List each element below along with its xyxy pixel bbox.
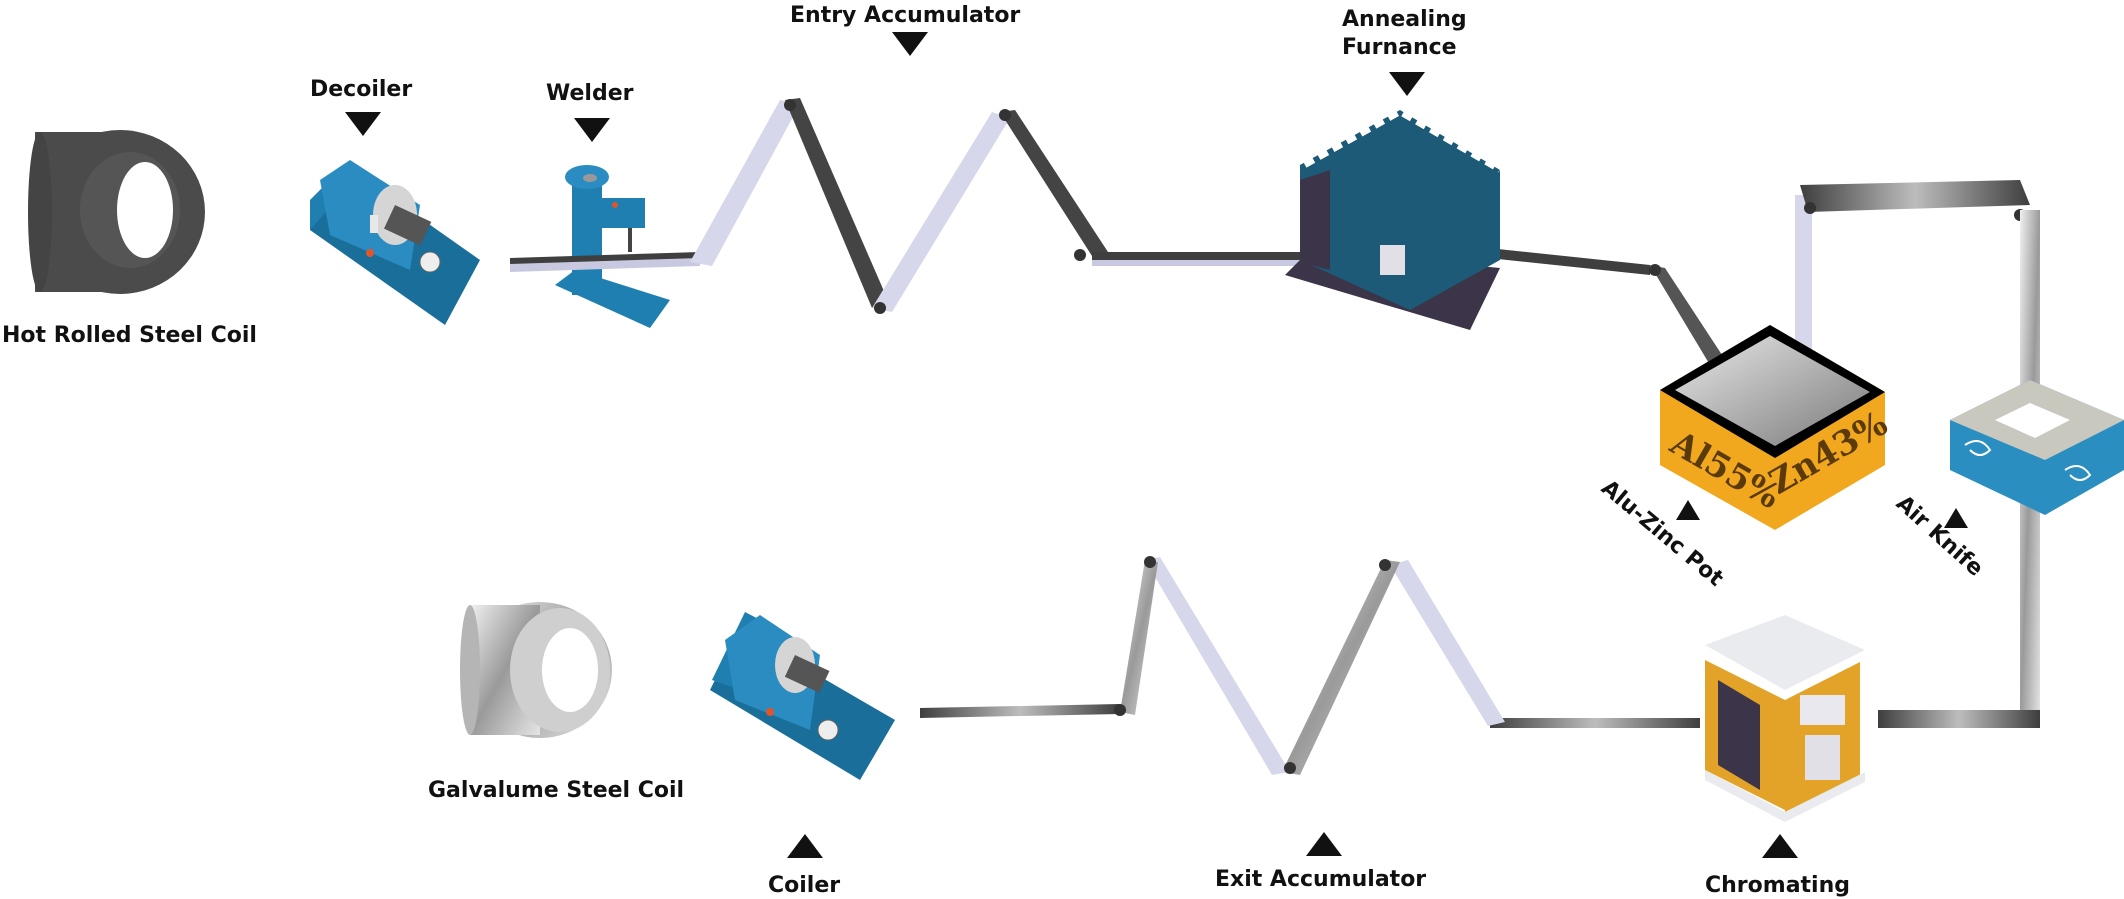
welder-machine-icon bbox=[555, 165, 670, 328]
annealing-furnace-label-line2: Furnance bbox=[1342, 35, 1457, 60]
welder-arrow-icon bbox=[574, 118, 610, 142]
hot-rolled-coil-label: Hot Rolled Steel Coil bbox=[2, 323, 257, 348]
decoiler-machine-icon bbox=[310, 160, 480, 325]
chromating-arrow-icon bbox=[1762, 834, 1798, 858]
entry-accumulator-label: Entry Accumulator bbox=[790, 3, 1020, 28]
air-knife-icon bbox=[1950, 380, 2124, 515]
alu-zinc-pot-label: Alu-Zinc Pot bbox=[1596, 475, 1728, 592]
hot-rolled-coil-icon bbox=[28, 130, 205, 294]
coiler-arrow-icon bbox=[787, 834, 823, 858]
annealing-furnace-arrow-icon bbox=[1389, 72, 1425, 96]
exit-accumulator-arrow-icon bbox=[1306, 832, 1342, 856]
galvalume-coil-label: Galvalume Steel Coil bbox=[428, 778, 684, 803]
chromating-unit-icon bbox=[1705, 615, 1865, 822]
chromating-label: Chromating bbox=[1705, 873, 1850, 898]
decoiler-arrow-icon bbox=[345, 112, 381, 136]
alu-zinc-pot-icon: Al55% Zn43% bbox=[1660, 325, 1894, 530]
coiler-label: Coiler bbox=[768, 873, 840, 898]
air-knife-label: Air Knife bbox=[1891, 491, 1988, 582]
coiler-machine-icon bbox=[710, 612, 895, 780]
entry-accumulator-arrow-icon bbox=[892, 32, 928, 56]
air-knife-arrow-icon bbox=[1944, 508, 1968, 528]
annealing-furnace-icon bbox=[1285, 108, 1502, 330]
decoiler-label: Decoiler bbox=[310, 77, 412, 102]
galvalume-coil-icon bbox=[460, 602, 612, 738]
annealing-furnace-label-line1: Annealing bbox=[1342, 7, 1467, 32]
alu-zinc-pot-arrow-icon bbox=[1676, 500, 1700, 520]
welder-label: Welder bbox=[546, 81, 634, 106]
exit-accumulator-label: Exit Accumulator bbox=[1215, 867, 1426, 892]
